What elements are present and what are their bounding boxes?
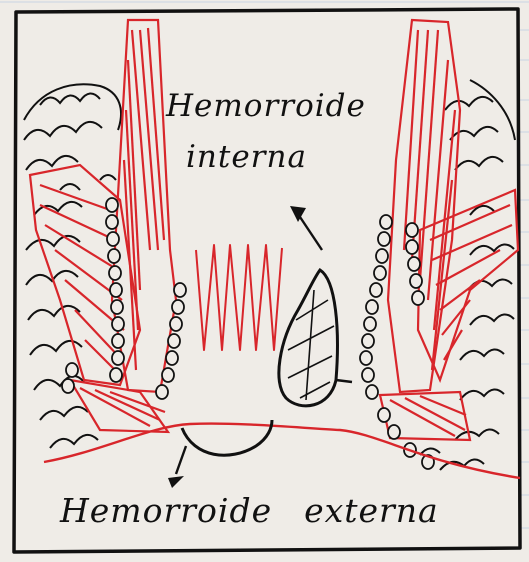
- internal-hemorrhoid-label-line1: Hemorroide: [166, 88, 366, 124]
- external-arrow: [168, 446, 186, 488]
- external-hemorrhoid-label: Hemorroide externa: [60, 491, 471, 530]
- right-muscle-wall: [380, 20, 518, 440]
- left-muscle-wall: [30, 20, 176, 432]
- anal-columns: [196, 245, 282, 350]
- external-label-word2: externa: [304, 491, 439, 530]
- right-fat-tissue: [420, 80, 515, 470]
- internal-hemorrhoid-label-line2: interna: [186, 139, 307, 175]
- external-label-word1: Hemorroide: [60, 491, 272, 530]
- internal-arrow: [290, 206, 322, 250]
- internal-hemorrhoid: [279, 270, 352, 406]
- left-fat-tissue: [24, 84, 121, 448]
